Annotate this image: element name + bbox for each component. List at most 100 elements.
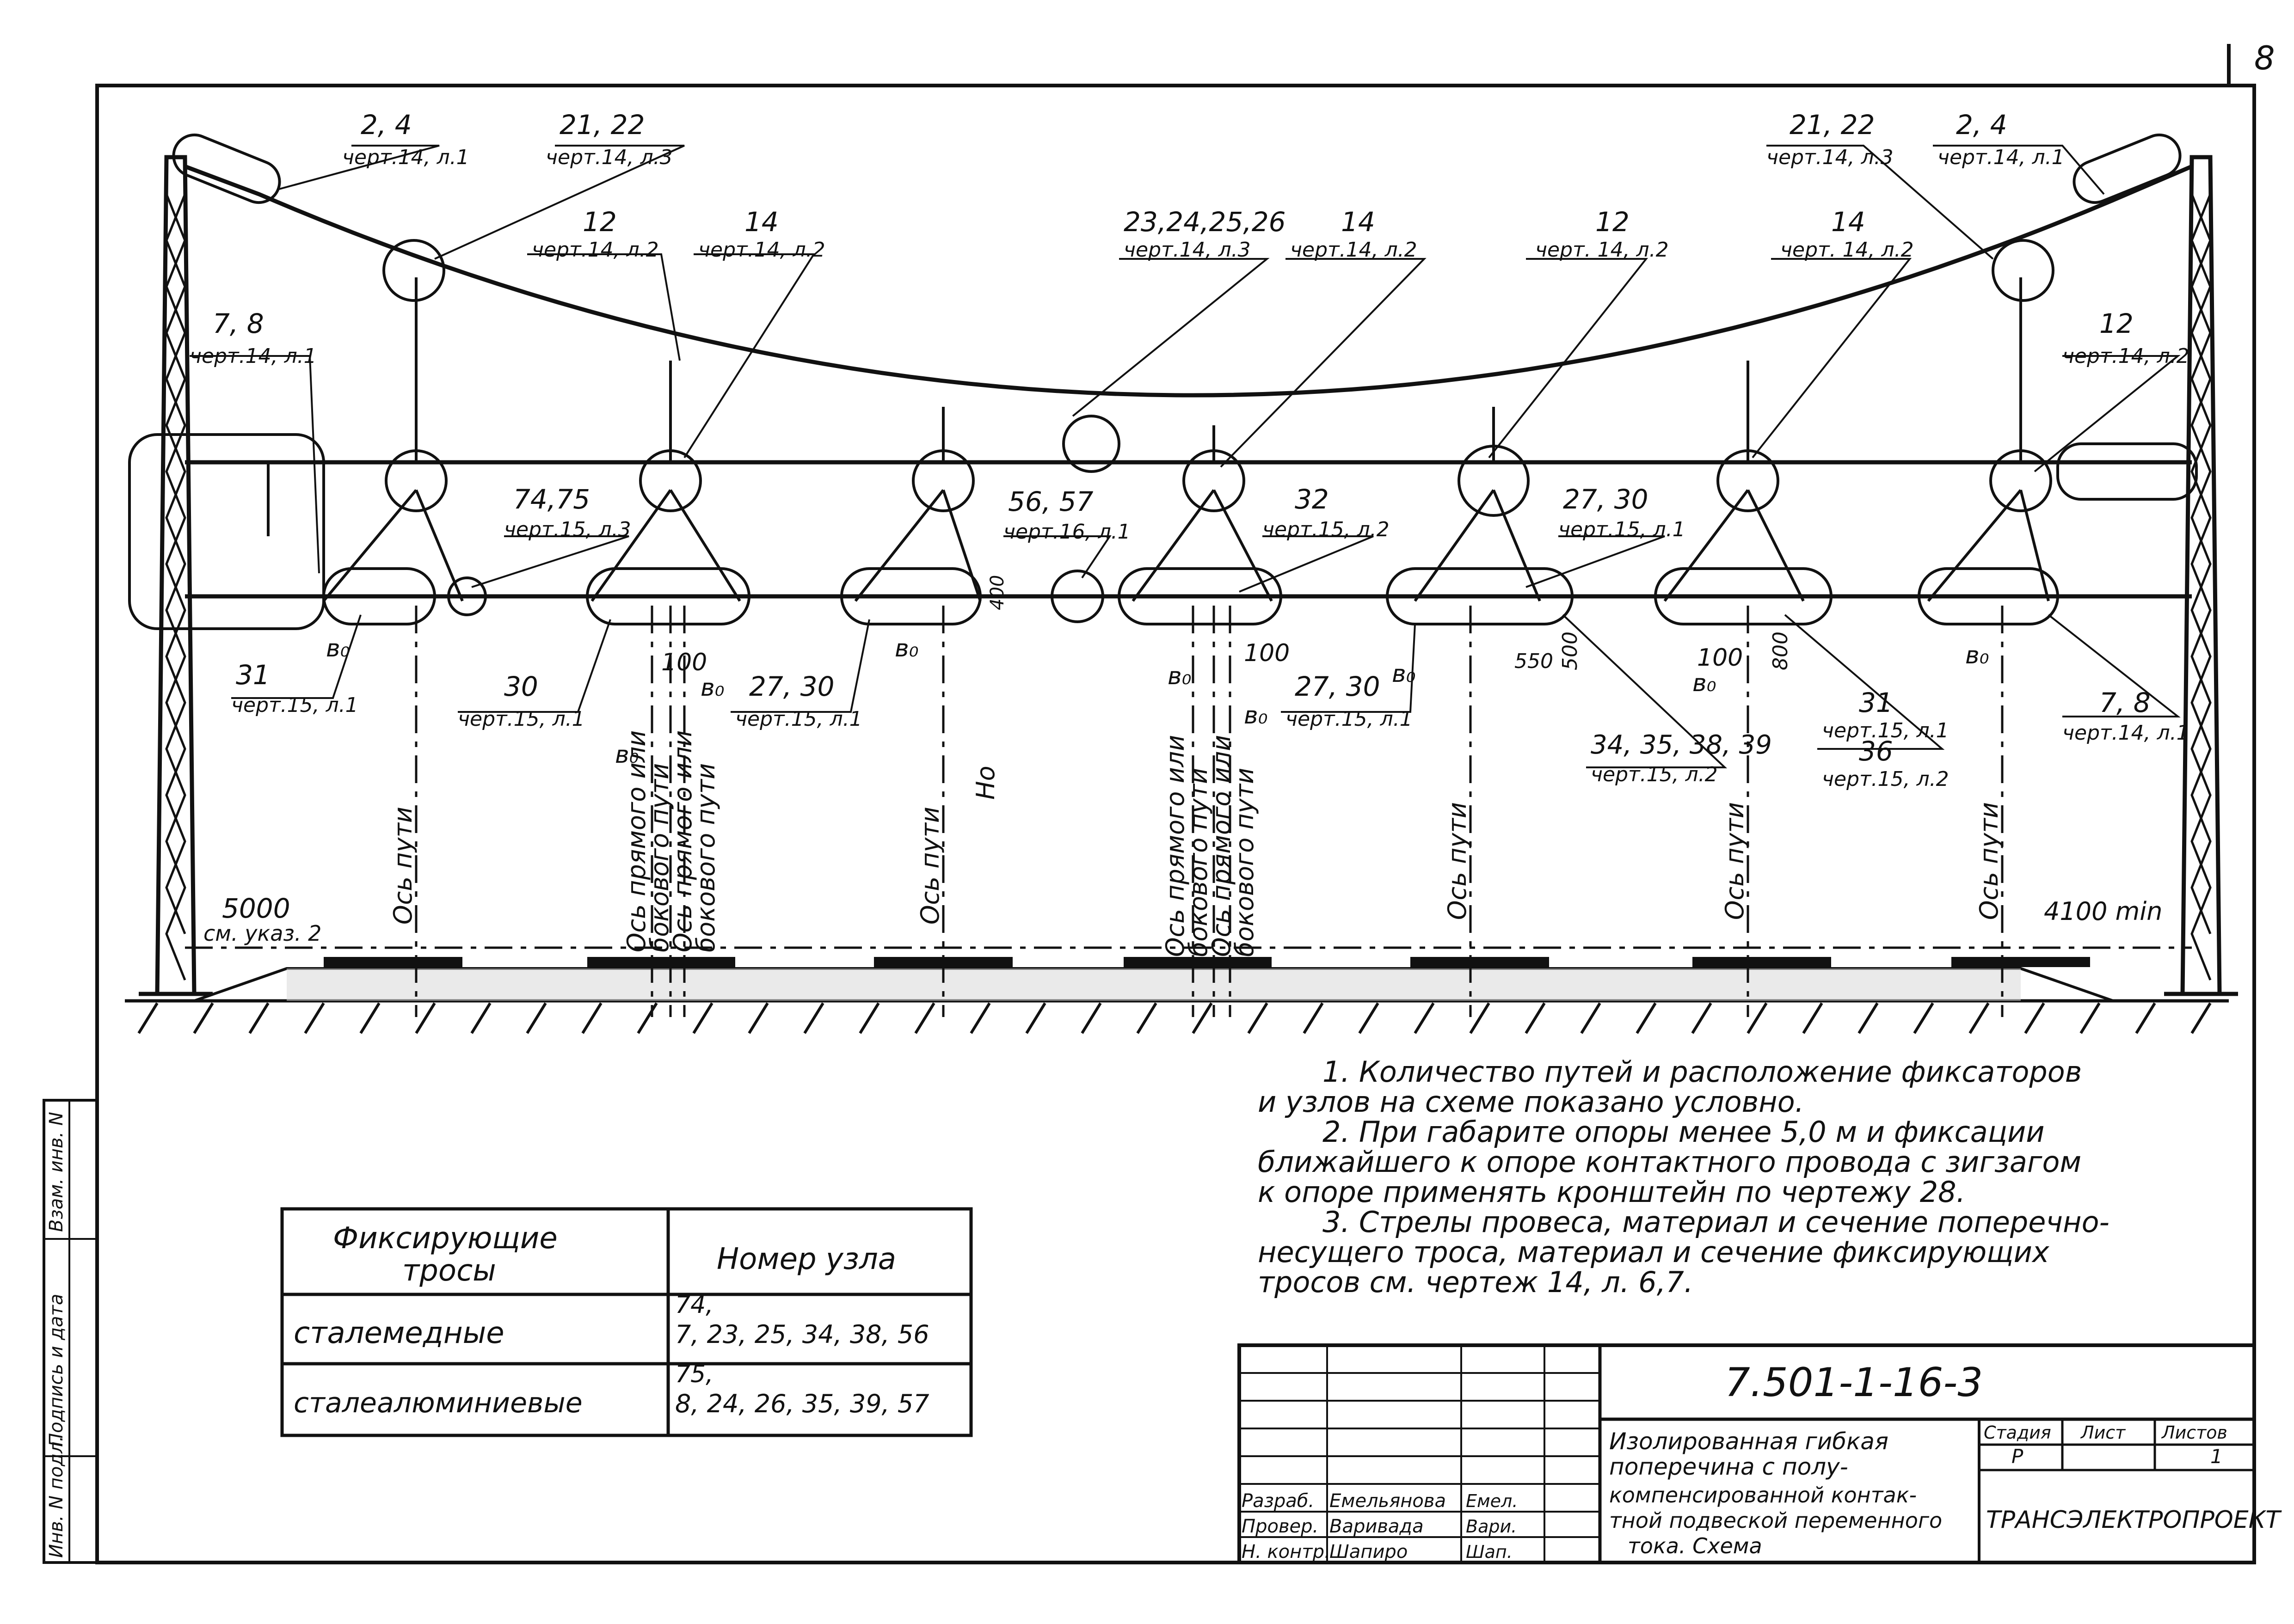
svg-text:черт.15, л.2: черт.15, л.2 (1262, 518, 1390, 541)
title-desc-4: тной подвеской переменного (1609, 1508, 1942, 1533)
end-insulators (128, 133, 2198, 630)
person-name-3: Шапиро (1329, 1541, 1408, 1563)
straight-axis-label-2a: Ось прямого или (1161, 735, 1190, 957)
svg-text:черт.14, л.3: черт.14, л.3 (546, 146, 673, 169)
note-line-3: 2. При габарите опоры менее 5,0 м и фикс… (1322, 1115, 2045, 1149)
dimension-labels: в₀ в₀ 100 в₀ в₀ 400 в₀ 100 в₀ в₀ 550 500… (203, 575, 2162, 946)
dim-b0-8: в₀ (1692, 669, 1716, 697)
svg-text:30: 30 (504, 671, 538, 702)
fixing-wires-table: Фиксирующие тросы Номер узла сталемедные… (280, 1207, 973, 1437)
dim-800: 800 (1769, 631, 1792, 670)
straight-axis-label-2d: бокового пути (1230, 768, 1259, 957)
svg-text:черт.14, л.1: черт.14, л.1 (190, 344, 317, 368)
svg-text:21, 22: 21, 22 (1790, 109, 1875, 141)
svg-text:черт.14, л.2: черт.14, л.2 (1290, 238, 1417, 262)
callout-27-30-b: 27, 30 черт.15, л.1 (1285, 671, 1413, 731)
svg-text:12: 12 (583, 206, 617, 238)
dim-b0-3: в₀ (701, 674, 725, 702)
sheets-label: Листов (2161, 1422, 2227, 1443)
axis-labels: Ось пути Ось прямого или бокового пути О… (388, 730, 2004, 957)
stage-label: Стадия (1984, 1422, 2051, 1443)
svg-text:черт.14, л.1: черт.14, л.1 (2062, 721, 2189, 745)
title-desc-1: Изолированная гибкая (1609, 1428, 1888, 1455)
sheets-value: 1 (2210, 1445, 2223, 1468)
straight-axis-label-1a: Ось прямого или (622, 730, 651, 952)
svg-text:32: 32 (1295, 484, 1329, 515)
ground (125, 957, 2229, 1034)
svg-text:черт.14, л.1: черт.14, л.1 (1937, 146, 2065, 169)
side-stamp: Инв. N подл. Подпись и дата Взам. инв. N (43, 1099, 98, 1564)
svg-text:черт.15, л.1: черт.15, л.1 (1558, 518, 1685, 541)
dim-b0-4: в₀ (895, 635, 919, 662)
note-line-5: к опоре применять кронштейн по чертежу 2… (1258, 1175, 1965, 1209)
straight-axis-label-2b: бокового пути (1184, 768, 1213, 957)
svg-text:36: 36 (1859, 735, 1893, 767)
svg-text:черт.14, л.3: черт.14, л.3 (1124, 238, 1251, 262)
straight-axis-label-1d: бокового пути (691, 763, 720, 952)
svg-text:27, 30: 27, 30 (1563, 484, 1648, 515)
table-row-2-nodes-a: 75, (675, 1360, 713, 1388)
dim-5000-note: см. указ. 2 (203, 921, 321, 946)
table-header-nodes: Номер узла (717, 1242, 896, 1276)
document-code: 7.501-1-16-3 (1725, 1360, 1983, 1406)
svg-text:черт.14, л.2: черт.14, л.2 (698, 238, 825, 262)
straight-axis-label-2c: Ось прямого или (1207, 735, 1236, 957)
dim-400: 400 (987, 575, 1008, 610)
table-row-1-nodes-a: 74, (675, 1291, 713, 1319)
dim-b0-6: в₀ (1244, 702, 1268, 729)
person-sign-2: Вари. (1466, 1516, 1517, 1537)
track-axis-label-3: Ось пути (1443, 802, 1472, 920)
dim-b0-9: в₀ (1965, 642, 1989, 669)
person-role-1: Разраб. (1242, 1490, 1314, 1512)
person-sign-1: Емел. (1466, 1491, 1518, 1511)
right-pole (2164, 155, 2238, 996)
person-name-2: Варивада (1329, 1516, 1424, 1537)
organization: ТРАНСЭЛЕКТРОПРОЕКТ (1986, 1506, 2282, 1534)
svg-text:черт.15, л.1: черт.15, л.1 (231, 693, 358, 717)
svg-text:23,24,25,26: 23,24,25,26 (1124, 206, 1286, 238)
table-row-1-nodes-b: 7, 23, 25, 34, 38, 56 (675, 1320, 929, 1349)
svg-text:черт.15, л.1: черт.15, л.1 (735, 707, 862, 731)
table-header-materials-2: тросы (402, 1254, 496, 1288)
svg-text:черт. 14, л.2: черт. 14, л.2 (1780, 238, 1914, 262)
side-stamp-inv: Инв. N подл. (46, 1436, 67, 1558)
svg-text:черт.14, л.2: черт.14, л.2 (532, 238, 659, 262)
callout-32: 32 черт.15, л.2 (1262, 484, 1390, 541)
dim-b0-7: в₀ (1392, 660, 1416, 688)
dim-b0-5: в₀ (1168, 662, 1192, 690)
dim-100-1: 100 (661, 649, 707, 676)
svg-text:27, 30: 27, 30 (1295, 671, 1380, 702)
dim-100-3: 100 (1697, 644, 1743, 672)
track-axes (185, 606, 2192, 1017)
svg-text:черт.15, л.2: черт.15, л.2 (1591, 763, 1718, 786)
svg-text:черт.15, л.2: черт.15, л.2 (1822, 767, 1949, 791)
svg-text:черт.15, л.1: черт.15, л.1 (1285, 707, 1413, 731)
svg-text:2, 4: 2, 4 (361, 109, 412, 141)
svg-text:14: 14 (744, 206, 779, 238)
note-line-6: 3. Стрелы провеса, материал и сечение по… (1322, 1205, 2109, 1239)
track-axis-label-4: Ось пути (1720, 802, 1749, 920)
side-stamp-replace: Взам. инв. N (46, 1112, 67, 1232)
svg-text:31: 31 (236, 659, 270, 691)
track-axis-label-1: Ось пути (388, 807, 418, 925)
dim-4100: 4100 min (2044, 897, 2162, 926)
svg-text:черт.14, л.2: черт.14, л.2 (2062, 344, 2189, 368)
note-line-2: и узлов на схеме показано условно. (1258, 1085, 1804, 1119)
sheet-corner-number: 8 (2254, 39, 2275, 77)
h0-label: Но (971, 766, 1000, 800)
fixators (322, 239, 2059, 625)
notes: 1. Количество путей и расположение фикса… (1258, 1055, 2109, 1299)
